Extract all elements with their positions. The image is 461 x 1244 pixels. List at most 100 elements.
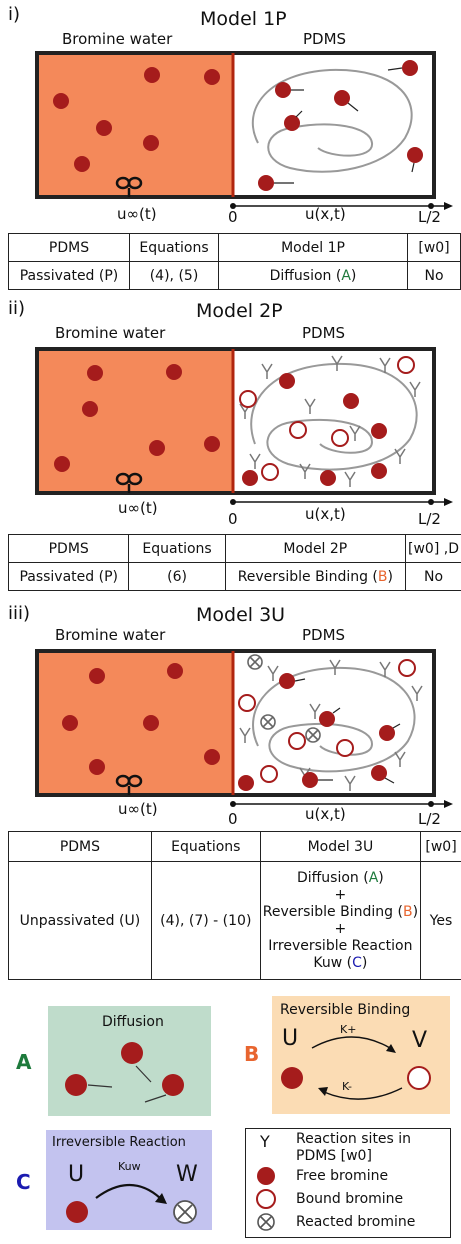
container-box [35, 51, 436, 199]
panel-1-diagram [35, 51, 453, 210]
header-equations: Equations [128, 534, 226, 563]
panel-2-title: Model 2P [196, 300, 283, 322]
bromine-dot [371, 423, 387, 439]
header-w0: [w0] [407, 233, 461, 262]
panel-1-water-label: Bromine water [62, 30, 173, 48]
bromine-dot [320, 470, 336, 486]
panel-3-u-inf: u∞(t) [118, 800, 158, 818]
water-region [37, 53, 233, 197]
cell-pdms: Passivated (P) [8, 261, 130, 290]
panel-3-table: PDMS Equations Model 3U [w0] Unpassivate… [8, 831, 461, 980]
panel-2-uxt: u(x,t) [305, 505, 346, 523]
header-model: Model 3U [259, 831, 422, 862]
mechanism-A-letter: A [16, 1050, 32, 1074]
legend-bound-bromine: Bound bromine [296, 1191, 404, 1207]
cell-w0: No [407, 261, 461, 290]
polymer-chain [251, 68, 413, 173]
bromine-dot [167, 663, 183, 679]
bromine-dot [258, 175, 274, 191]
panel-3-water-label: Bromine water [55, 626, 166, 644]
header-model: Model 2P [224, 534, 407, 563]
cell-equations: (6) [128, 562, 226, 591]
panel-2-u-inf: u∞(t) [118, 499, 158, 517]
bromine-dot [407, 147, 423, 163]
panel-3-diagram [35, 649, 453, 808]
stirrer-icon [115, 774, 143, 795]
cell-w0: No [405, 562, 461, 591]
legend-reacted-bromine: Reacted bromine [296, 1214, 416, 1230]
mechanism-C-box: Irreversible Reaction U W Kuw [46, 1130, 212, 1230]
stirrer-icon [115, 176, 143, 197]
panel-1-pdms-label: PDMS [303, 30, 347, 48]
cell-model: Diffusion (A) [218, 261, 408, 290]
panel-2-water-label: Bromine water [55, 324, 166, 342]
header-model: Model 1P [218, 233, 408, 262]
water-region [37, 349, 233, 493]
stirrer-icon [115, 472, 143, 493]
cell-equations: (4), (5) [129, 261, 219, 290]
bound-bromine-circles [238, 659, 416, 783]
panel-2-diagram [35, 347, 453, 506]
bromine-dot [402, 60, 418, 76]
legend-symbols [256, 1167, 276, 1231]
cell-w0: Yes [420, 861, 461, 980]
panel-1-uxt: u(x,t) [305, 205, 346, 223]
panel-2-pdms-label: PDMS [302, 324, 346, 342]
polymer-chain [250, 362, 418, 471]
header-equations: Equations [129, 233, 219, 262]
legend-reaction-sites: Reaction sites in PDMS [w0] [296, 1131, 412, 1164]
cell-model: Diffusion (A)+Reversible Binding (B)+Irr… [259, 861, 422, 980]
cell-model: Reversible Binding (B) [224, 562, 407, 591]
bromine-dot [166, 364, 182, 380]
bromine-dot [204, 69, 220, 85]
bromine-dot [379, 725, 395, 741]
panel-1-x0: 0 [228, 208, 238, 226]
mechanism-B-kminus: K- [342, 1080, 353, 1093]
polymer-chain [252, 666, 416, 773]
bromine-dot [89, 668, 105, 684]
diffusion-illustration [65, 1042, 184, 1103]
panel-3-L2: L/2 [418, 810, 441, 828]
cell-pdms: Passivated (P) [7, 562, 130, 591]
bromine-dot [319, 711, 335, 727]
panel-2-roman: ii) [8, 298, 26, 319]
mechanism-B-V: V [412, 1028, 428, 1053]
mechanism-C-W: W [176, 1162, 198, 1187]
reaction-illustration [66, 1184, 197, 1224]
bromine-dot [302, 772, 318, 788]
bromine-dot [53, 93, 69, 109]
bromine-dot [279, 673, 295, 689]
header-w0: [w0] [420, 831, 461, 862]
header-pdms: PDMS [8, 233, 130, 262]
bound-bromine-icon [256, 1189, 276, 1209]
container-box [35, 347, 436, 495]
mechanism-C-kuw: Kuw [118, 1160, 141, 1173]
bromine-dot [62, 715, 78, 731]
bromine-dot [343, 393, 359, 409]
bromine-dot [279, 373, 295, 389]
mechanism-C-letter: C [16, 1170, 31, 1194]
bromine-dot [204, 436, 220, 452]
mechanism-A-box: Diffusion [48, 1006, 211, 1116]
mechanism-A-title: Diffusion [102, 1014, 164, 1030]
panel-3-x0: 0 [228, 810, 238, 828]
panel-2-x0: 0 [228, 510, 238, 528]
bromine-dot [371, 463, 387, 479]
bromine-dot [275, 82, 291, 98]
header-pdms: PDMS [8, 831, 152, 862]
container-box [35, 649, 436, 797]
panel-3-uxt: u(x,t) [305, 805, 346, 823]
bound-bromine-circles [239, 356, 415, 481]
cell-equations: (4), (7) - (10) [150, 861, 261, 980]
bromine-dot [87, 365, 103, 381]
bromine-dot [149, 440, 165, 456]
bromine-dot [74, 156, 90, 172]
binding-illustration [281, 1036, 431, 1100]
header-equations: Equations [150, 831, 261, 862]
bromine-dot [54, 456, 70, 472]
legend-box: Y Reaction sites in PDMS [w0] Free bromi… [245, 1128, 451, 1238]
panel-2-L2: L/2 [418, 510, 441, 528]
bromine-dot [242, 470, 258, 486]
panel-1-u-inf: u∞(t) [117, 205, 157, 223]
mechanism-B-title: Reversible Binding [280, 1002, 411, 1018]
